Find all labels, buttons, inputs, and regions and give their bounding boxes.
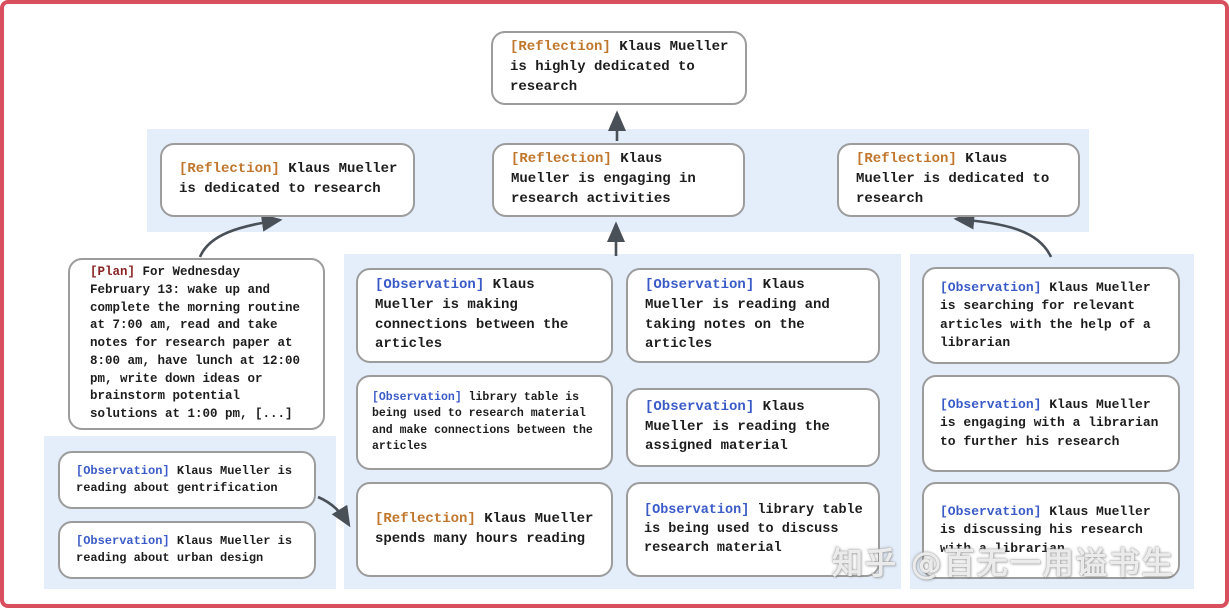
node-obs-making-connections: [Observation] Klaus Mueller is making co… (356, 268, 613, 363)
observation-tag: [Observation] (372, 390, 462, 404)
node-text: Klaus Mueller is highly dedicated to res… (510, 39, 729, 95)
node-text: Klaus Mueller is making connections betw… (375, 276, 569, 353)
node-obs-urban-design: [Observation] Klaus Mueller is reading a… (58, 521, 316, 579)
node-text: Klaus Mueller is dedicated to research (179, 161, 398, 197)
watermark: 知乎 @百无一用谥书生 (832, 546, 1175, 582)
node-plan: [Plan] For Wednesday February 13: wake u… (68, 258, 325, 430)
node-text: Klaus Mueller is dedicated to research (856, 151, 1050, 207)
node-reflection-dedicated-2: [Reflection] Klaus Mueller is dedicated … (837, 143, 1080, 217)
node-text: Klaus Mueller is reading the assigned ma… (645, 398, 830, 455)
observation-tag: [Observation] (645, 398, 755, 415)
node-obs-engaging-librarian: [Observation] Klaus Mueller is engaging … (922, 375, 1180, 472)
node-reflection-hours-reading: [Reflection] Klaus Mueller spends many h… (356, 482, 613, 577)
node-obs-gentrification: [Observation] Klaus Mueller is reading a… (58, 451, 316, 509)
reflection-tag: [Reflection] (511, 151, 612, 168)
observation-tag: [Observation] (940, 396, 1042, 412)
node-text: Klaus Mueller spends many hours reading (375, 510, 594, 547)
node-obs-assigned-material: [Observation] Klaus Mueller is reading t… (626, 388, 880, 467)
observation-tag: [Observation] (375, 276, 485, 293)
node-root-reflection: [Reflection] Klaus Mueller is highly ded… (491, 31, 747, 105)
node-text: library table is being used to research … (372, 390, 593, 453)
node-text: Klaus Mueller is reading and taking note… (645, 276, 830, 353)
node-obs-library-discuss: [Observation] library table is being use… (626, 482, 880, 577)
node-text: library table is being used to discuss r… (644, 502, 863, 557)
node-obs-library-research: [Observation] library table is being use… (356, 375, 613, 470)
reflection-tag: [Reflection] (856, 151, 957, 168)
observation-tag: [Observation] (645, 276, 755, 293)
reflection-tag: [Reflection] (375, 510, 476, 527)
node-obs-discussing-research: [Observation] Klaus Mueller is discussin… (922, 482, 1180, 579)
node-text: Klaus Mueller is reading about urban des… (76, 533, 293, 565)
node-text: For Wednesday February 13: wake up and c… (90, 265, 301, 422)
reflection-tag: [Reflection] (510, 39, 611, 56)
observation-tag: [Observation] (940, 503, 1042, 519)
node-text: Klaus Mueller is discussing his research… (940, 503, 1151, 556)
node-text: Klaus Mueller is searching for relevant … (940, 279, 1151, 350)
reflection-tag: [Reflection] (179, 161, 280, 178)
node-reflection-engaging: [Reflection] Klaus Mueller is engaging i… (492, 143, 745, 217)
node-reflection-dedicated-1: [Reflection] Klaus Mueller is dedicated … (160, 143, 415, 217)
observation-tag: [Observation] (644, 502, 750, 518)
node-text: Klaus Mueller is engaging in research ac… (511, 151, 696, 207)
observation-tag: [Observation] (940, 279, 1042, 295)
node-obs-reading-notes: [Observation] Klaus Mueller is reading a… (626, 268, 880, 363)
observation-tag: [Observation] (76, 463, 170, 478)
node-text: Klaus Mueller is engaging with a librari… (940, 396, 1159, 449)
observation-tag: [Observation] (76, 533, 170, 548)
node-text: Klaus Mueller is reading about gentrific… (76, 463, 293, 495)
plan-tag: [Plan] (90, 265, 136, 280)
node-obs-searching-articles: [Observation] Klaus Mueller is searching… (922, 267, 1180, 364)
